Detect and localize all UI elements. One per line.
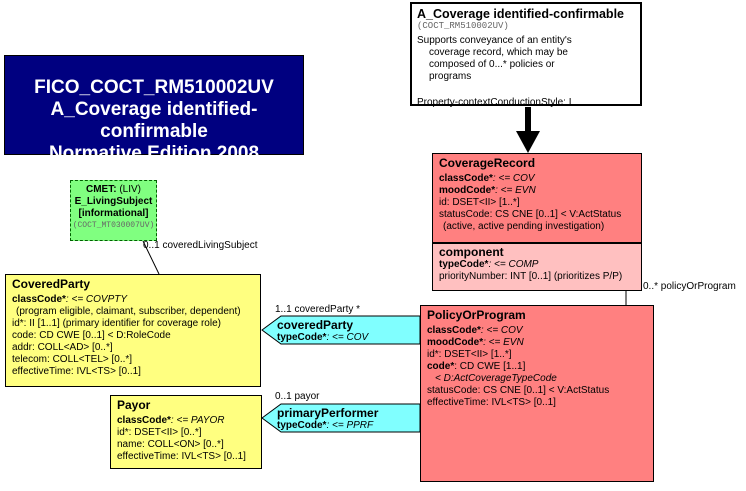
policy-id: id*: DSET<II> [1..*] — [427, 349, 512, 360]
primary-performer-multiplicity: 0..1 payor — [275, 391, 320, 402]
covered-party-addr: addr: COLL<AD> [0..*] — [12, 342, 113, 353]
entry-description: Supports conveyance of an entity's cover… — [417, 35, 635, 83]
covered-party-title: CoveredParty — [12, 277, 91, 291]
coverage-record-id: id: DSET<II> [1..*] — [439, 197, 520, 208]
entry-desc-1: Supports conveyance of an entity's — [417, 35, 572, 46]
entry-desc-3: composed of 0...* policies or — [429, 59, 555, 70]
coverage-record-status-note: (active, active pending investigation) — [443, 221, 605, 232]
policy-or-program-class[interactable]: PolicyOrProgram classCode*: <= COV moodC… — [420, 305, 654, 482]
cmet-name: E_LivingSubject — [74, 196, 153, 207]
cmet-living-subject[interactable]: CMET: (LIV) E_LivingSubject [information… — [70, 180, 157, 241]
cmet-code: (COCT_MT030007UV) — [72, 221, 155, 230]
policy-status: statusCode: CS CNE [0..1] < V:ActStatus — [427, 385, 610, 396]
entry-desc-2: coverage record, which may be — [429, 47, 568, 58]
payor-class[interactable]: Payor classCode*: <= PAYOR id*: DSET<II>… — [110, 395, 262, 469]
living-subject-line — [142, 240, 160, 275]
policy-code: code*: CD CWE [1..1] — [427, 361, 526, 372]
entry-title: A_Coverage identified-confirmable — [417, 7, 624, 21]
component-participation[interactable]: component typeCode*: <= COMP priorityNum… — [432, 243, 642, 291]
covered-party-code: code: CD CWE [0..1] < D:RoleCode — [12, 330, 171, 341]
entry-arrow-head — [516, 131, 540, 153]
component-title: component — [439, 245, 504, 259]
cmet-label: CMET: (LIV) — [85, 184, 141, 195]
coverage-record-moodcode: moodCode*: <= EVN — [439, 185, 536, 196]
entry-point-box[interactable]: A_Coverage identified-confirmable (COCT_… — [410, 2, 642, 108]
entry-code: (COCT_RM510002UV) — [417, 21, 509, 31]
title-line-1: FICO_COCT_RM510002UV — [34, 77, 274, 98]
covered-party-multiplicity: 1..1 coveredParty * — [275, 304, 361, 315]
policy-effective-time: effectiveTime: IVL<TS> [0..1] — [427, 397, 556, 408]
component-priority: priorityNumber: INT [0..1] (prioritizes … — [439, 271, 623, 282]
policy-moodcode: moodCode*: <= EVN — [427, 337, 524, 348]
covered-party-effective-time: effectiveTime: IVL<TS> [0..1] — [12, 366, 141, 377]
coverage-record-classcode: classCode*: <= COV — [439, 173, 535, 184]
primary-performer-assoc-title: primaryPerformer — [277, 406, 379, 420]
covered-party-assoc-title: coveredParty — [277, 318, 354, 332]
covered-living-subject-label: 0..1 coveredLivingSubject — [143, 240, 258, 251]
component-typecode: typeCode*: <= COMP — [439, 259, 539, 270]
payor-id: id*: DSET<II> [0..*] — [117, 427, 202, 438]
coverage-record-title: CoverageRecord — [439, 156, 536, 170]
policy-title: PolicyOrProgram — [427, 308, 526, 322]
policy-classcode: classCode*: <= COV — [427, 325, 523, 336]
covered-party-id: id*: II [1..1] (primary identifier for c… — [12, 318, 221, 329]
policy-or-program-label: 0..* policyOrProgram — [643, 281, 736, 292]
payor-effective-time: effectiveTime: IVL<TS> [0..1] — [117, 451, 246, 462]
covered-party-telecom: telecom: COLL<TEL> [0..*] — [12, 354, 133, 365]
payor-name: name: COLL<ON> [0..*] — [117, 439, 224, 450]
covered-party-classcode: classCode*: <= COVPTY — [12, 294, 128, 305]
covered-party-assoc-typecode: typeCode*: <= COV — [277, 332, 369, 343]
title-box: FICO_COCT_RM510002UV A_Coverage identifi… — [4, 55, 304, 164]
entry-property: Property-contextConductionStyle: I — [417, 97, 572, 108]
coverage-record-status: statusCode: CS CNE [0..1] < V:ActStatus — [439, 209, 622, 220]
payor-title: Payor — [117, 398, 151, 412]
entry-desc-4: programs — [429, 71, 472, 82]
covered-party-class[interactable]: CoveredParty classCode*: <= COVPTY (prog… — [5, 274, 261, 387]
payor-classcode: classCode*: <= PAYOR — [117, 415, 225, 426]
covered-party-classcode-note: (program eligible, claimant, subscriber,… — [16, 306, 241, 317]
coverage-record-class[interactable]: CoverageRecord classCode*: <= COV moodCo… — [432, 153, 642, 243]
title-line-3: Normative Edition 2008 — [48, 143, 260, 164]
policy-code-domain: < D:ActCoverageTypeCode — [435, 373, 557, 384]
title-line-2: A_Coverage identified-confirmable — [50, 99, 258, 142]
cmet-kind: [informational] — [78, 208, 149, 219]
primary-performer-assoc-typecode: typeCode*: <= PPRF — [277, 420, 374, 431]
